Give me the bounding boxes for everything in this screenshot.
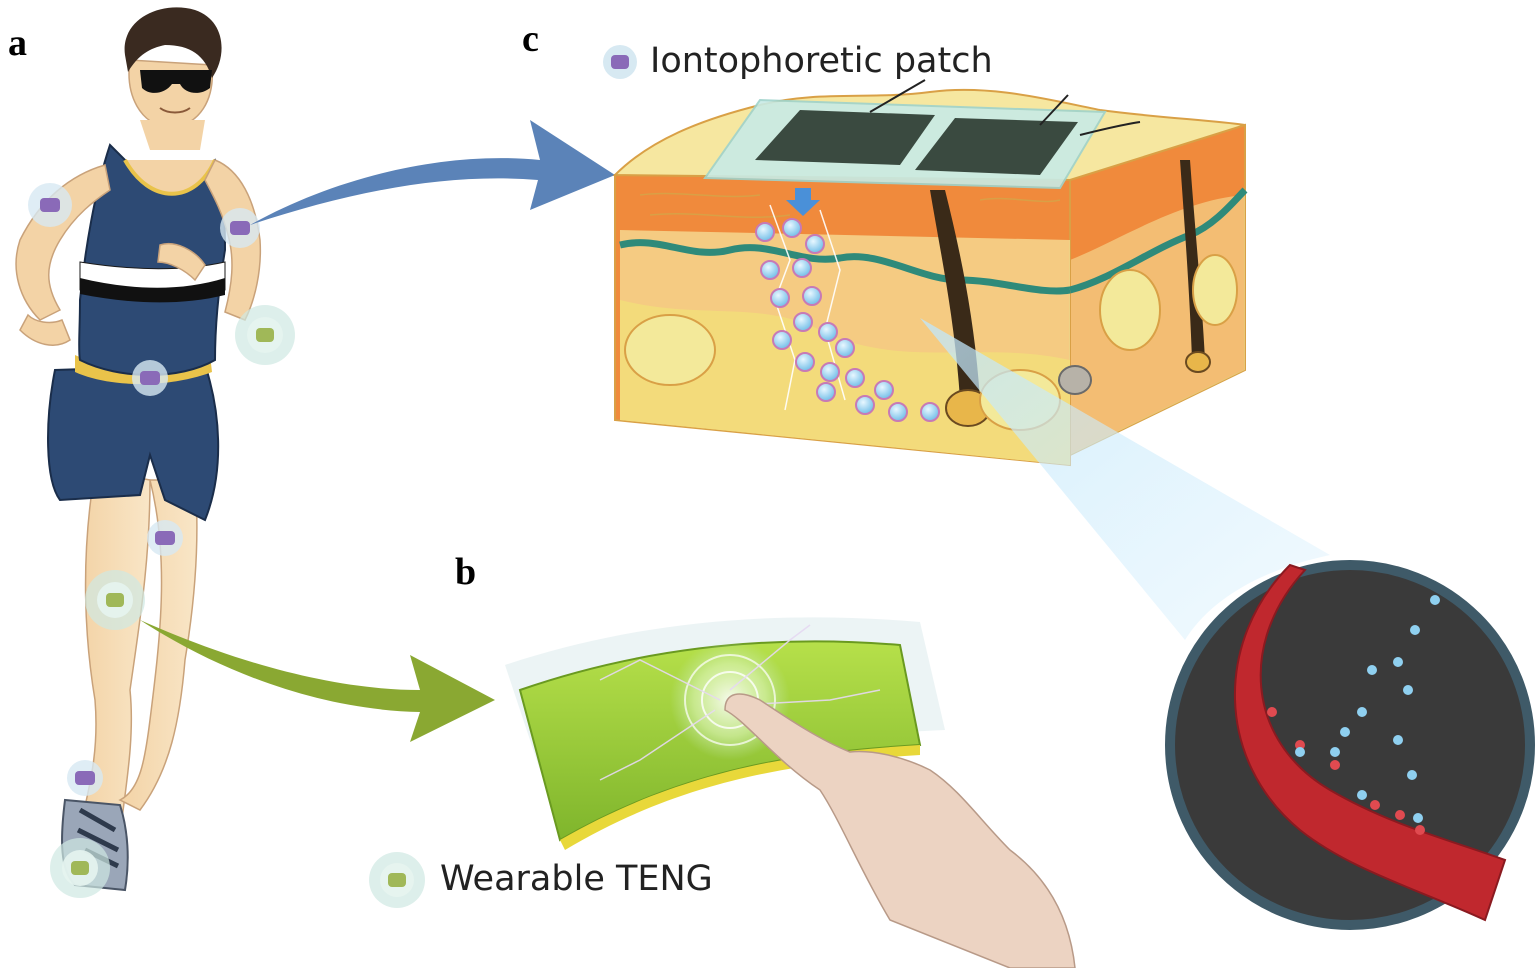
body-patch-thigh [147,520,183,556]
green-arrow [140,620,495,742]
body-teng-knee [85,570,145,630]
down-arrow-icon [786,188,820,216]
panel-label-b: b [455,551,477,593]
ion-particles [755,218,940,422]
skin-block [612,79,1248,467]
blood-vessel-zoom [1165,560,1535,930]
blood-vessel-icon [1233,563,1507,922]
legend-wearable-teng: Wearable TENG [440,859,713,899]
basal-layer [619,239,1071,295]
runner-figure [15,7,295,898]
body-patch-right-arm [220,208,260,248]
finger-icon [724,693,1076,968]
body-teng-shoe [50,838,110,898]
wearable-teng-icon [369,852,425,908]
iontophoretic-patch [703,79,1141,190]
iontophoretic-patch-icon [603,45,637,79]
teng-device [505,617,945,850]
panel-label-c: c [522,18,539,60]
shorts [47,363,220,522]
body-patch-ankle [67,760,103,796]
body-teng-wrist [235,305,295,365]
body-patch-left-arm [28,183,72,227]
blue-arrow [250,120,615,225]
hair [124,7,222,78]
legend-iontophoretic-patch: Iontophoretic patch [650,41,993,81]
sunglasses [140,70,212,93]
panel-label-a: a [8,22,27,64]
zoom-beam [920,318,1330,640]
body-patch-waist [132,360,168,396]
